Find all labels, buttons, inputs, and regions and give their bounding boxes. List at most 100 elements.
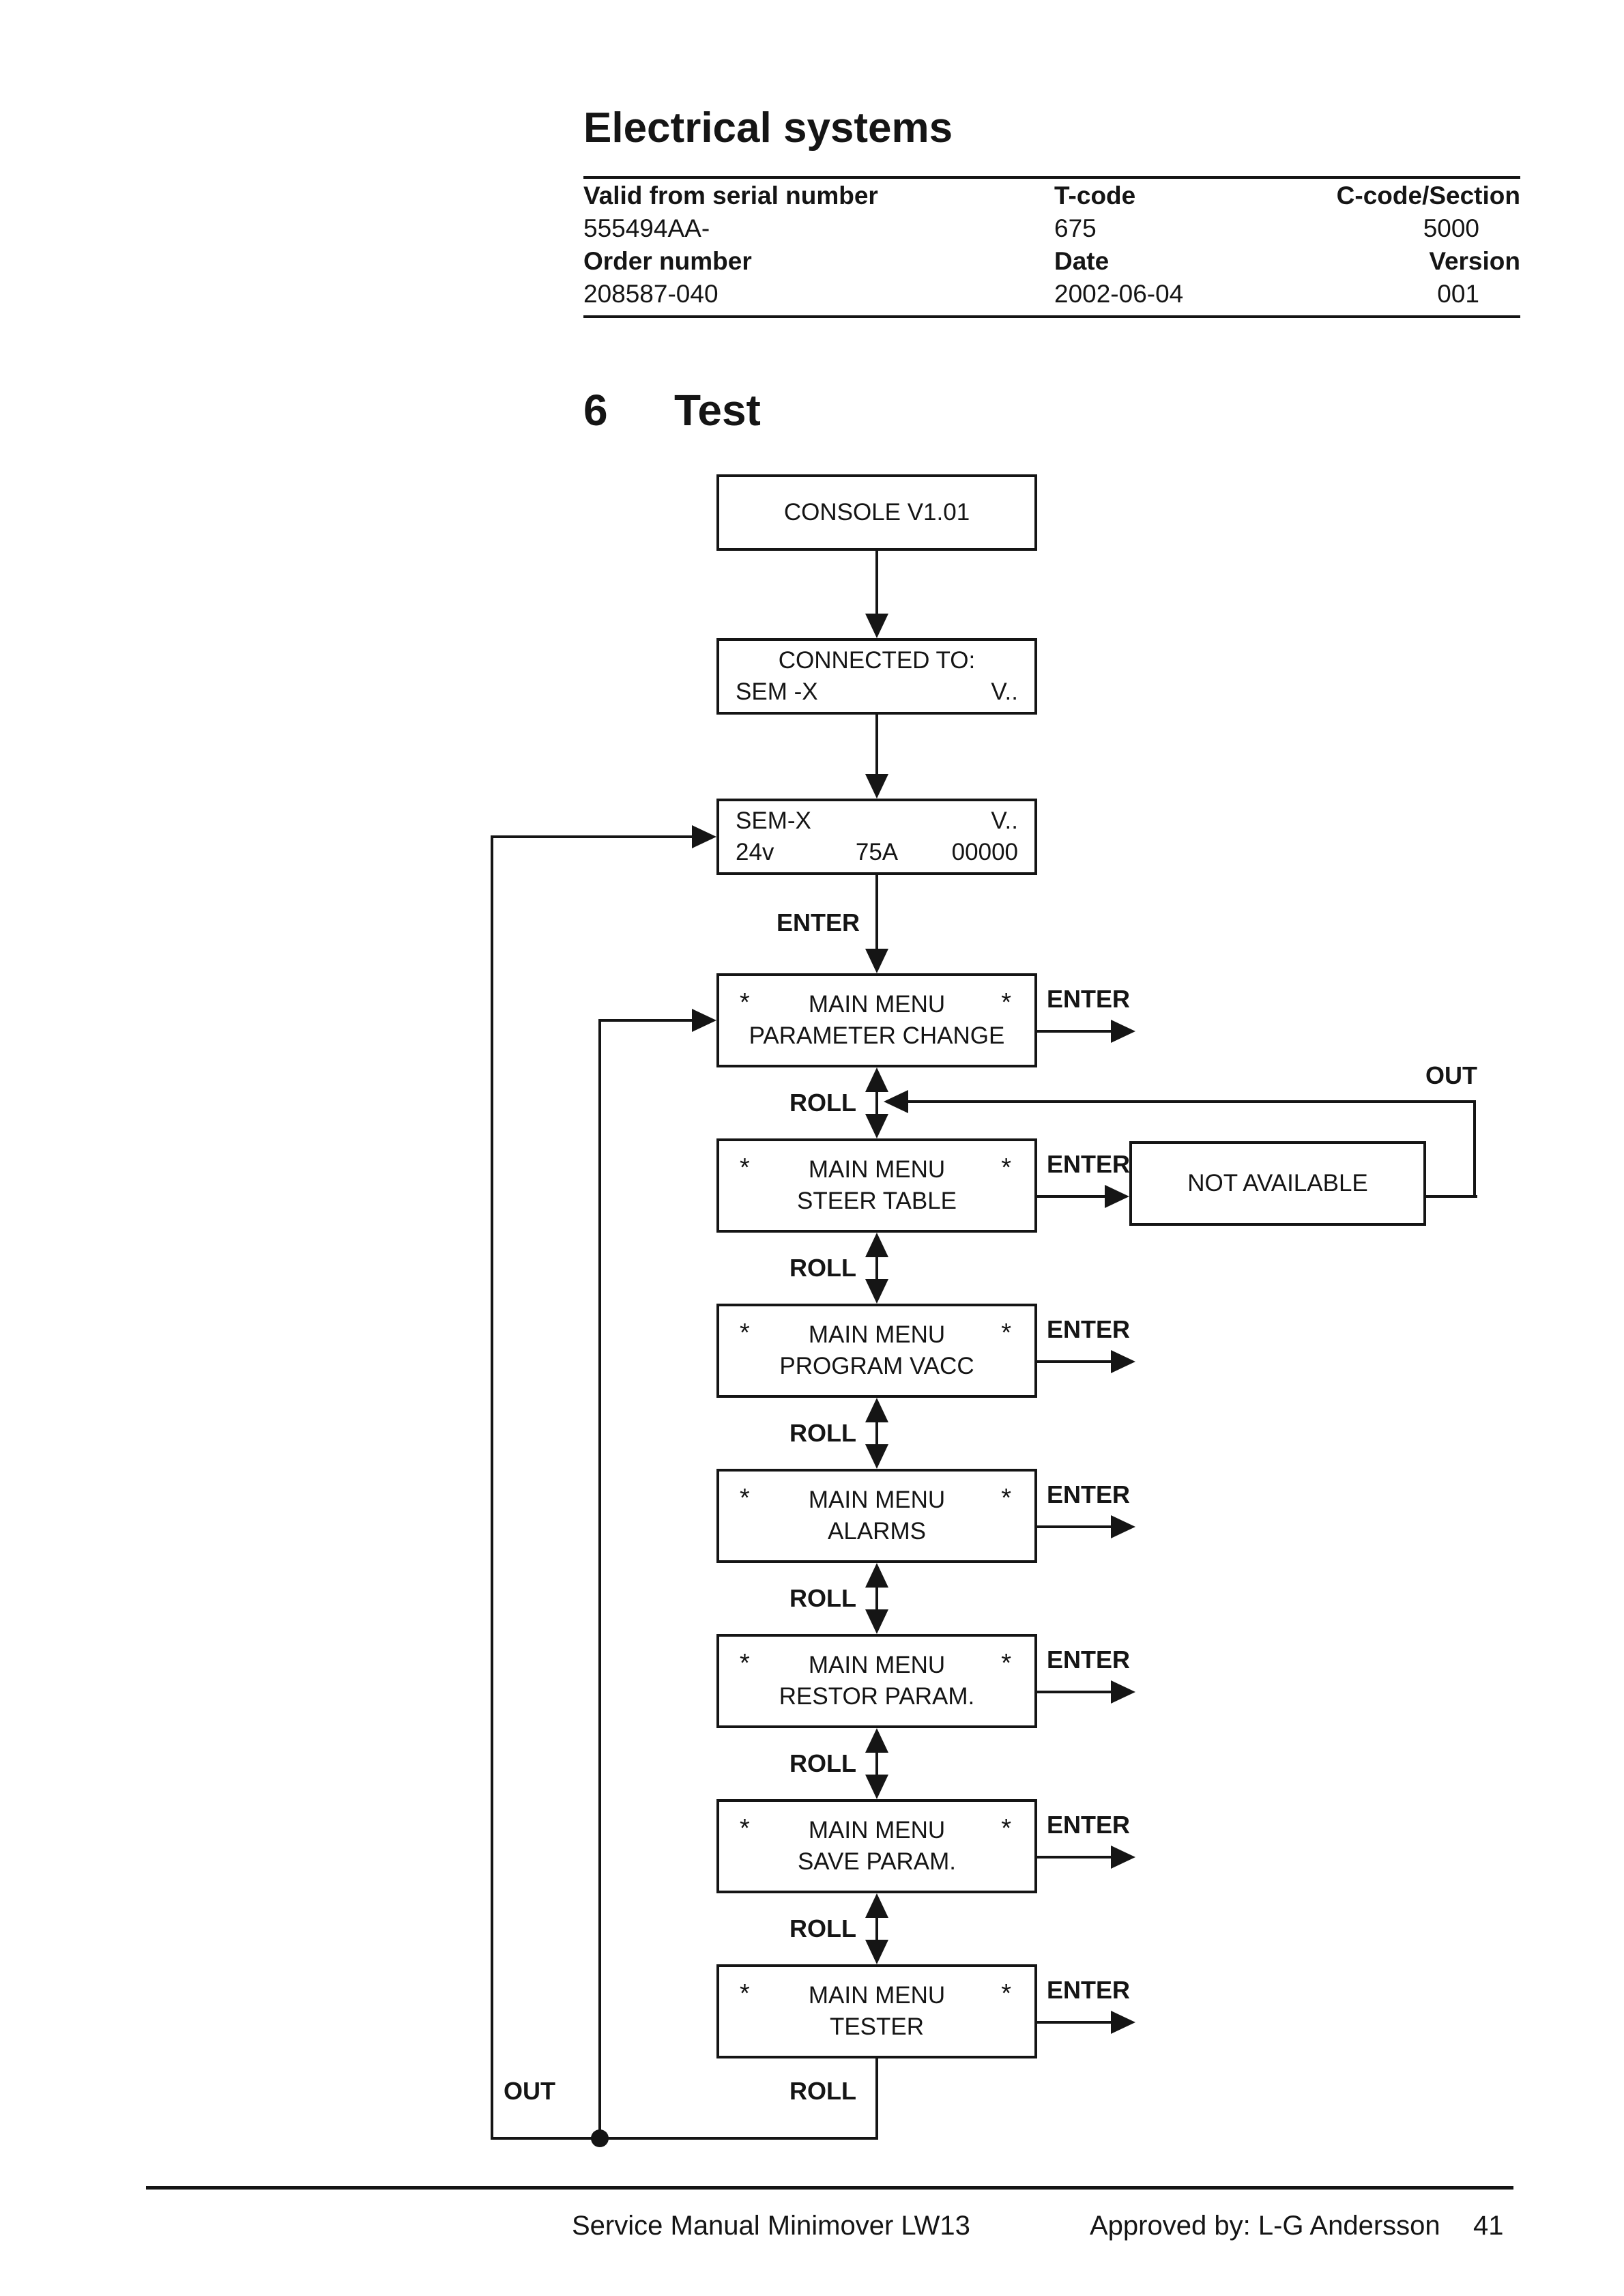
arrowhead-down-icon <box>865 614 888 638</box>
label-roll-bottom: ROLL <box>789 2077 856 2105</box>
info-value-t-code: 675 <box>1054 214 1097 242</box>
flow-box-main-menu-program-vacc: * * MAIN MENU PROGRAM VACC <box>716 1304 1037 1398</box>
connector-roll-5 <box>875 1749 878 1779</box>
box-line: NOT AVAILABLE <box>1187 1170 1368 1196</box>
arrowhead-down-icon <box>865 1279 888 1304</box>
section-title: Test <box>674 386 761 435</box>
label-out-left: OUT <box>504 2077 555 2105</box>
arrowhead-right-icon <box>1111 2011 1135 2034</box>
box-value-counter: 00000 <box>951 839 1018 865</box>
info-row-values-1: 555494AA- 675 5000 <box>583 214 1520 247</box>
info-row-labels-2: Order number Date Version <box>583 247 1520 280</box>
section-heading: 6 Test <box>583 385 761 435</box>
flow-box-sem-x-status: SEM-X V.. 24v 75A 00000 <box>716 799 1037 875</box>
label-enter-parameter-change: ENTER <box>1047 985 1131 1013</box>
box-line-right: V.. <box>991 678 1018 705</box>
box-line: MAIN MENU <box>808 991 946 1018</box>
enter-arrow-steer-table <box>1037 1195 1106 1198</box>
enter-arrow-save-param <box>1037 1856 1112 1859</box>
info-label-date: Date <box>1054 247 1110 275</box>
enter-arrow-alarms <box>1037 1525 1112 1528</box>
label-out-right: OUT <box>1425 1061 1477 1089</box>
box-line: MAIN MENU <box>808 1652 946 1678</box>
flow-box-main-menu-save-param: * * MAIN MENU SAVE PARAM. <box>716 1799 1037 1893</box>
label-roll-1: ROLL <box>789 1089 856 1117</box>
flow-box-main-menu-tester: * * MAIN MENU TESTER <box>716 1964 1037 2058</box>
info-value-c-code-section: 5000 <box>1423 214 1479 242</box>
asterisk-left: * <box>740 1153 750 1182</box>
header-rule-top <box>583 176 1520 179</box>
label-roll-5: ROLL <box>789 1749 856 1777</box>
label-enter-restor-param: ENTER <box>1047 1646 1131 1674</box>
info-label-version: Version <box>1429 247 1520 275</box>
box-line: ALARMS <box>828 1518 926 1545</box>
info-value-order-number: 208587-040 <box>583 280 719 308</box>
asterisk-left: * <box>740 1814 750 1843</box>
label-enter-semx: ENTER <box>776 908 860 936</box>
box-line: PARAMETER CHANGE <box>749 1022 1005 1049</box>
box-line: CONSOLE V1.01 <box>783 499 970 526</box>
info-value-date: 2002-06-04 <box>1054 280 1184 308</box>
label-enter-steer-table: ENTER <box>1047 1150 1131 1178</box>
box-line: MAIN MENU <box>808 1321 946 1348</box>
footer-rule <box>146 2186 1513 2190</box>
arrowhead-right-icon <box>692 1009 716 1032</box>
flow-box-main-menu-restor-param: * * MAIN MENU RESTOR PARAM. <box>716 1634 1037 1728</box>
connector-roll-6 <box>875 1914 878 1944</box>
label-roll-3: ROLL <box>789 1419 856 1447</box>
arrowhead-right-icon <box>1111 1680 1135 1704</box>
box-line: SAVE PARAM. <box>797 1848 957 1875</box>
arrowhead-down-icon <box>865 1114 888 1138</box>
connector-roll-1 <box>875 1088 878 1118</box>
arrowhead-down-icon <box>865 1940 888 1964</box>
asterisk-left: * <box>740 988 750 1017</box>
flow-box-main-menu-alarms: * * MAIN MENU ALARMS <box>716 1469 1037 1563</box>
label-enter-tester: ENTER <box>1047 1976 1131 2004</box>
asterisk-right: * <box>1001 988 1011 1017</box>
asterisk-right: * <box>1001 1649 1011 1678</box>
box-line: MAIN MENU <box>808 1982 946 2009</box>
info-label-valid-from: Valid from serial number <box>583 182 878 210</box>
arrowhead-right-icon <box>1111 1846 1135 1869</box>
box-line: CONNECTED TO: <box>778 647 976 674</box>
connector-connected-to-semx <box>875 715 878 777</box>
asterisk-right: * <box>1001 1153 1011 1182</box>
connector-semx-to-main-menu <box>875 875 878 950</box>
connector-console-to-connected <box>875 551 878 615</box>
box-value-voltage: 24v <box>736 839 774 865</box>
box-value-current: 75A <box>855 839 899 865</box>
header-rule-bottom <box>583 315 1520 318</box>
enter-arrow-tester <box>1037 2021 1112 2024</box>
arrowhead-down-icon <box>865 1444 888 1469</box>
info-row-labels-1: Valid from serial number T-code C-code/S… <box>583 182 1520 214</box>
flow-box-main-menu-steer-table: * * MAIN MENU STEER TABLE <box>716 1138 1037 1233</box>
info-label-t-code: T-code <box>1054 182 1136 210</box>
box-line: STEER TABLE <box>796 1188 957 1214</box>
out-line-na-vertical <box>1473 1100 1476 1198</box>
asterisk-right: * <box>1001 1319 1011 1347</box>
info-row-values-2: 208587-040 2002-06-04 001 <box>583 280 1520 313</box>
label-roll-4: ROLL <box>789 1584 856 1612</box>
box-line-right: V.. <box>991 807 1018 834</box>
arrowhead-left-icon <box>884 1090 908 1113</box>
footer-page-number: 41 <box>1473 2211 1504 2241</box>
asterisk-left: * <box>740 1979 750 2008</box>
out-line-na-exit <box>1426 1195 1477 1198</box>
asterisk-left: * <box>740 1484 750 1512</box>
info-value-serial-number: 555494AA- <box>583 214 710 242</box>
out-line-left-vertical-2 <box>598 1019 601 2140</box>
arrowhead-right-icon <box>1111 1515 1135 1538</box>
box-line: PROGRAM VACC <box>779 1353 974 1379</box>
out-line-left-vertical-1 <box>491 835 493 2140</box>
connector-roll-3 <box>875 1418 878 1448</box>
label-enter-alarms: ENTER <box>1047 1480 1131 1508</box>
asterisk-left: * <box>740 1319 750 1347</box>
label-roll-2: ROLL <box>789 1254 856 1282</box>
box-line: RESTOR PARAM. <box>779 1683 975 1710</box>
info-label-order-number: Order number <box>583 247 752 275</box>
box-line-left: SEM-X <box>736 807 811 834</box>
flow-box-main-menu-parameter-change: * * MAIN MENU PARAMETER CHANGE <box>716 973 1037 1067</box>
info-label-c-code-section: C-code/Section <box>1336 182 1520 210</box>
connector-roll-4 <box>875 1583 878 1613</box>
flow-box-connected-to: CONNECTED TO: SEM -X V.. <box>716 638 1037 715</box>
